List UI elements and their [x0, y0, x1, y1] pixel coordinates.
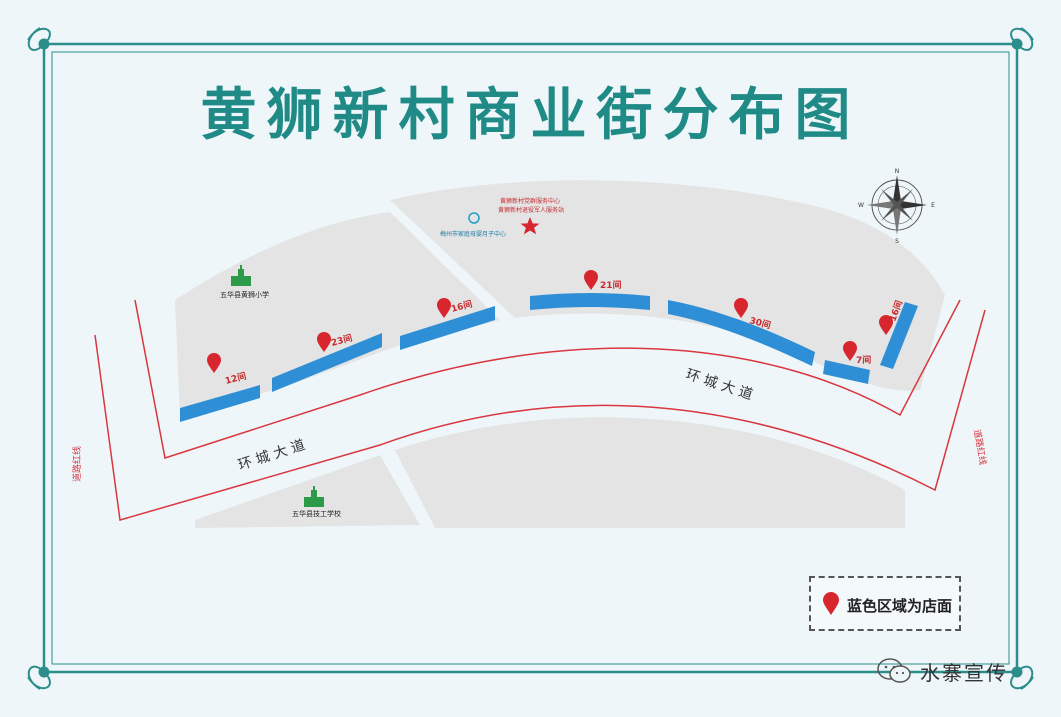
block-south	[395, 417, 905, 528]
block-northwest	[175, 212, 500, 418]
block-north	[390, 180, 945, 391]
store-marker-7: 7间	[843, 341, 871, 366]
school-primary: 五华县黄狮小学	[220, 265, 269, 299]
store-strip-16b	[880, 302, 918, 369]
compass-w: W	[858, 202, 864, 209]
school-technical: 五华县技工学校	[292, 486, 341, 518]
maternal-center-label: 梅州市家庭母婴月子中心	[440, 230, 506, 238]
store-strip-30	[668, 300, 815, 366]
store-strip-12	[180, 385, 260, 422]
road-label-right: 环 城 大 道	[684, 367, 755, 404]
store-strips	[180, 293, 918, 422]
wechat-icon	[877, 658, 911, 683]
legend-text: 蓝色区域为店面	[847, 597, 953, 615]
maternal-center: 梅州市家庭母婴月子中心	[440, 212, 506, 238]
red-line-label-left: 道路红线	[71, 446, 83, 482]
school-technical-label: 五华县技工学校	[292, 509, 341, 518]
watermark: 水寨宣传	[876, 656, 1008, 686]
decorative-frame	[27, 27, 1034, 690]
school-icon	[231, 265, 251, 286]
star-icon	[520, 217, 540, 235]
watermark-text: 水寨宣传	[920, 660, 1008, 685]
road-red-lines	[94, 299, 986, 521]
store-label-21: 21间	[600, 279, 622, 291]
store-strip-23	[272, 333, 382, 392]
map-title: 黄狮新村商业街分布图	[200, 83, 861, 148]
block-south-left	[195, 455, 420, 528]
store-label-7: 7间	[856, 354, 871, 366]
service-center-line2: 黄狮新村退役军人服务站	[498, 206, 564, 214]
compass-s: S	[895, 238, 899, 245]
compass-rose-icon: N S E W	[858, 168, 935, 245]
red-line-label-right: 道路红线	[971, 428, 989, 466]
compass-n: N	[895, 168, 900, 175]
store-strip-7	[823, 360, 870, 384]
store-strip-16a	[400, 306, 495, 350]
school-icon	[304, 486, 324, 507]
store-marker-21: 21间	[584, 270, 622, 291]
service-center: 黄狮新村党群服务中心 黄狮新村退役军人服务站	[498, 197, 564, 235]
land-blocks	[175, 180, 945, 528]
maternal-center-icon	[468, 212, 480, 224]
legend-box: 蓝色区域为店面	[809, 576, 961, 631]
map-pin-icon	[823, 592, 839, 615]
store-strip-21	[530, 293, 650, 310]
school-primary-label: 五华县黄狮小学	[220, 290, 269, 299]
service-center-line1: 黄狮新村党群服务中心	[500, 197, 560, 205]
compass-e: E	[931, 202, 935, 209]
